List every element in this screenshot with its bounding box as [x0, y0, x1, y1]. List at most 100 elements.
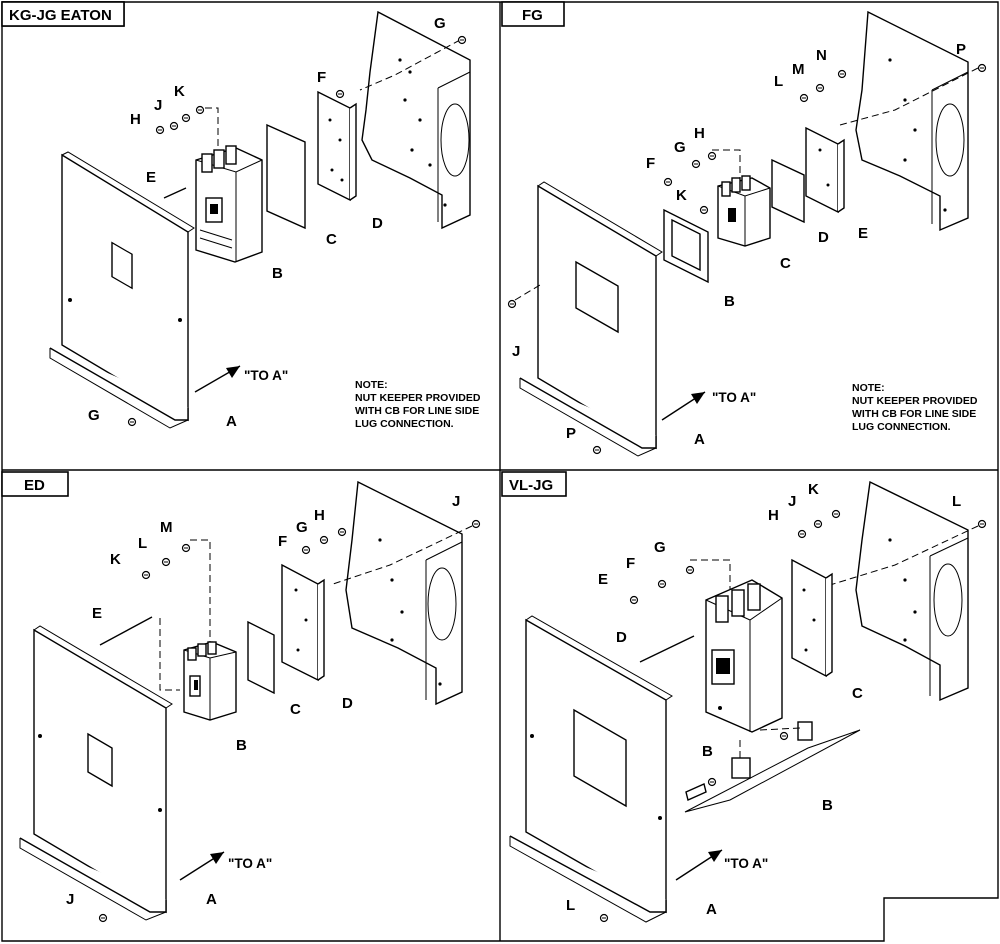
part-label-a: A — [226, 413, 237, 430]
hardware-set — [155, 105, 205, 199]
part-label-m: M — [792, 61, 805, 78]
part-label-j: J — [452, 493, 460, 510]
part-label-g: G — [674, 139, 686, 156]
front-panel-a — [519, 181, 663, 457]
panel-title: VL-JG — [509, 477, 553, 494]
part-label-l: L — [566, 897, 575, 914]
screw-icon — [457, 35, 467, 45]
part-label-c: C — [852, 685, 863, 702]
part-label-e: E — [858, 225, 868, 242]
part-label-d: D — [818, 229, 829, 246]
part-label-c: C — [290, 701, 301, 718]
part-label-k: K — [676, 187, 687, 204]
part-label-b: B — [272, 265, 283, 282]
to-a-label: "TO A" — [724, 856, 768, 871]
front-panel-a — [49, 151, 195, 429]
part-label-f: F — [278, 533, 287, 550]
part-label-p: P — [566, 425, 576, 442]
part-label-e: E — [146, 169, 156, 186]
screw-icon — [335, 89, 345, 99]
part-label-l: L — [138, 535, 147, 552]
part-label-a: A — [206, 891, 217, 908]
assembly-guide — [359, 39, 461, 91]
screw-icon — [977, 519, 987, 529]
screw-icon — [471, 519, 481, 529]
part-label-h: H — [130, 111, 141, 128]
svg-text:NUT KEEPER PROVIDED: NUT KEEPER PROVIDED — [852, 395, 978, 407]
svg-text:WITH CB FOR LINE SIDE: WITH CB FOR LINE SIDE — [355, 405, 479, 417]
part-label-e: E — [92, 605, 102, 622]
screw-icon — [592, 445, 602, 455]
part-label-j: J — [788, 493, 796, 510]
bezel-b — [663, 208, 709, 284]
part-label-j: J — [154, 97, 162, 114]
plate-d — [771, 158, 805, 224]
svg-text:LUG CONNECTION.: LUG CONNECTION. — [355, 418, 454, 430]
part-label-b: B — [724, 293, 735, 310]
part-label-e: E — [598, 571, 608, 588]
panel-title: KG-JG EATON — [9, 7, 112, 24]
part-label-m: M — [160, 519, 173, 536]
panel-kg-jg-eaton: KG-JG EATON — [1, 1, 481, 430]
svg-text:NUT KEEPER PROVIDED: NUT KEEPER PROVIDED — [355, 392, 481, 404]
enclosure-side — [361, 10, 471, 230]
bracket-d — [281, 563, 325, 682]
part-label-p: P — [956, 41, 966, 58]
hardware-set — [629, 509, 841, 663]
front-panel-a — [509, 615, 673, 923]
screw-icon — [507, 299, 517, 309]
part-label-h: H — [768, 507, 779, 524]
note-block: NOTE: NUT KEEPER PROVIDED WITH CB FOR LI… — [355, 379, 481, 430]
part-label-c: C — [326, 231, 337, 248]
circuit-breaker-c — [717, 175, 771, 247]
panel-title: ED — [24, 477, 45, 494]
screw-icon — [127, 417, 137, 427]
part-label-f: F — [317, 69, 326, 86]
svg-text:NOTE:: NOTE: — [355, 379, 388, 391]
part-label-b: B — [822, 797, 833, 814]
circuit-breaker-b — [183, 641, 237, 721]
part-label-a: A — [694, 431, 705, 448]
plate-c — [266, 123, 306, 230]
part-label-h: H — [314, 507, 325, 524]
part-label-j: J — [512, 343, 520, 360]
to-a-label: "TO A" — [712, 390, 756, 405]
part-label-k: K — [808, 481, 819, 498]
circuit-breaker-b — [705, 579, 783, 733]
part-label-l: L — [952, 493, 961, 510]
part-label-a: A — [706, 901, 717, 918]
note-block: NOTE: NUT KEEPER PROVIDED WITH CB FOR LI… — [852, 382, 978, 433]
enclosure-side — [855, 480, 969, 702]
terminal-kit-b — [684, 721, 861, 813]
part-label-d: D — [342, 695, 353, 712]
part-label-c: C — [780, 255, 791, 272]
part-label-g: G — [88, 407, 100, 424]
panel-ed: ED — [1, 471, 481, 923]
part-label-f: F — [626, 555, 635, 572]
panel-vl-jg: VL-JG — [501, 471, 987, 923]
part-label-g: G — [654, 539, 666, 556]
part-label-f: F — [646, 155, 655, 172]
part-label-h: H — [694, 125, 705, 142]
part-label-k: K — [174, 83, 185, 100]
svg-text:WITH CB FOR LINE SIDE: WITH CB FOR LINE SIDE — [852, 408, 976, 420]
bracket-d — [317, 90, 357, 202]
svg-text:LUG CONNECTION.: LUG CONNECTION. — [852, 421, 951, 433]
part-label-g: G — [296, 519, 308, 536]
screw-icon — [977, 63, 987, 73]
part-label-l: L — [774, 73, 783, 90]
part-label-k: K — [110, 551, 121, 568]
bracket-c — [791, 558, 833, 678]
part-label-g: G — [434, 15, 446, 32]
to-a-label: "TO A" — [228, 856, 272, 871]
part-label-n: N — [816, 47, 827, 64]
to-a-label: "TO A" — [244, 368, 288, 383]
enclosure-side — [855, 10, 969, 232]
panel-fg: FG — [501, 1, 987, 457]
plate-c — [247, 620, 275, 695]
part-label-b: B — [236, 737, 247, 754]
panel-title: FG — [522, 7, 543, 24]
svg-text:NOTE:: NOTE: — [852, 382, 885, 394]
hardware-set — [99, 527, 347, 646]
